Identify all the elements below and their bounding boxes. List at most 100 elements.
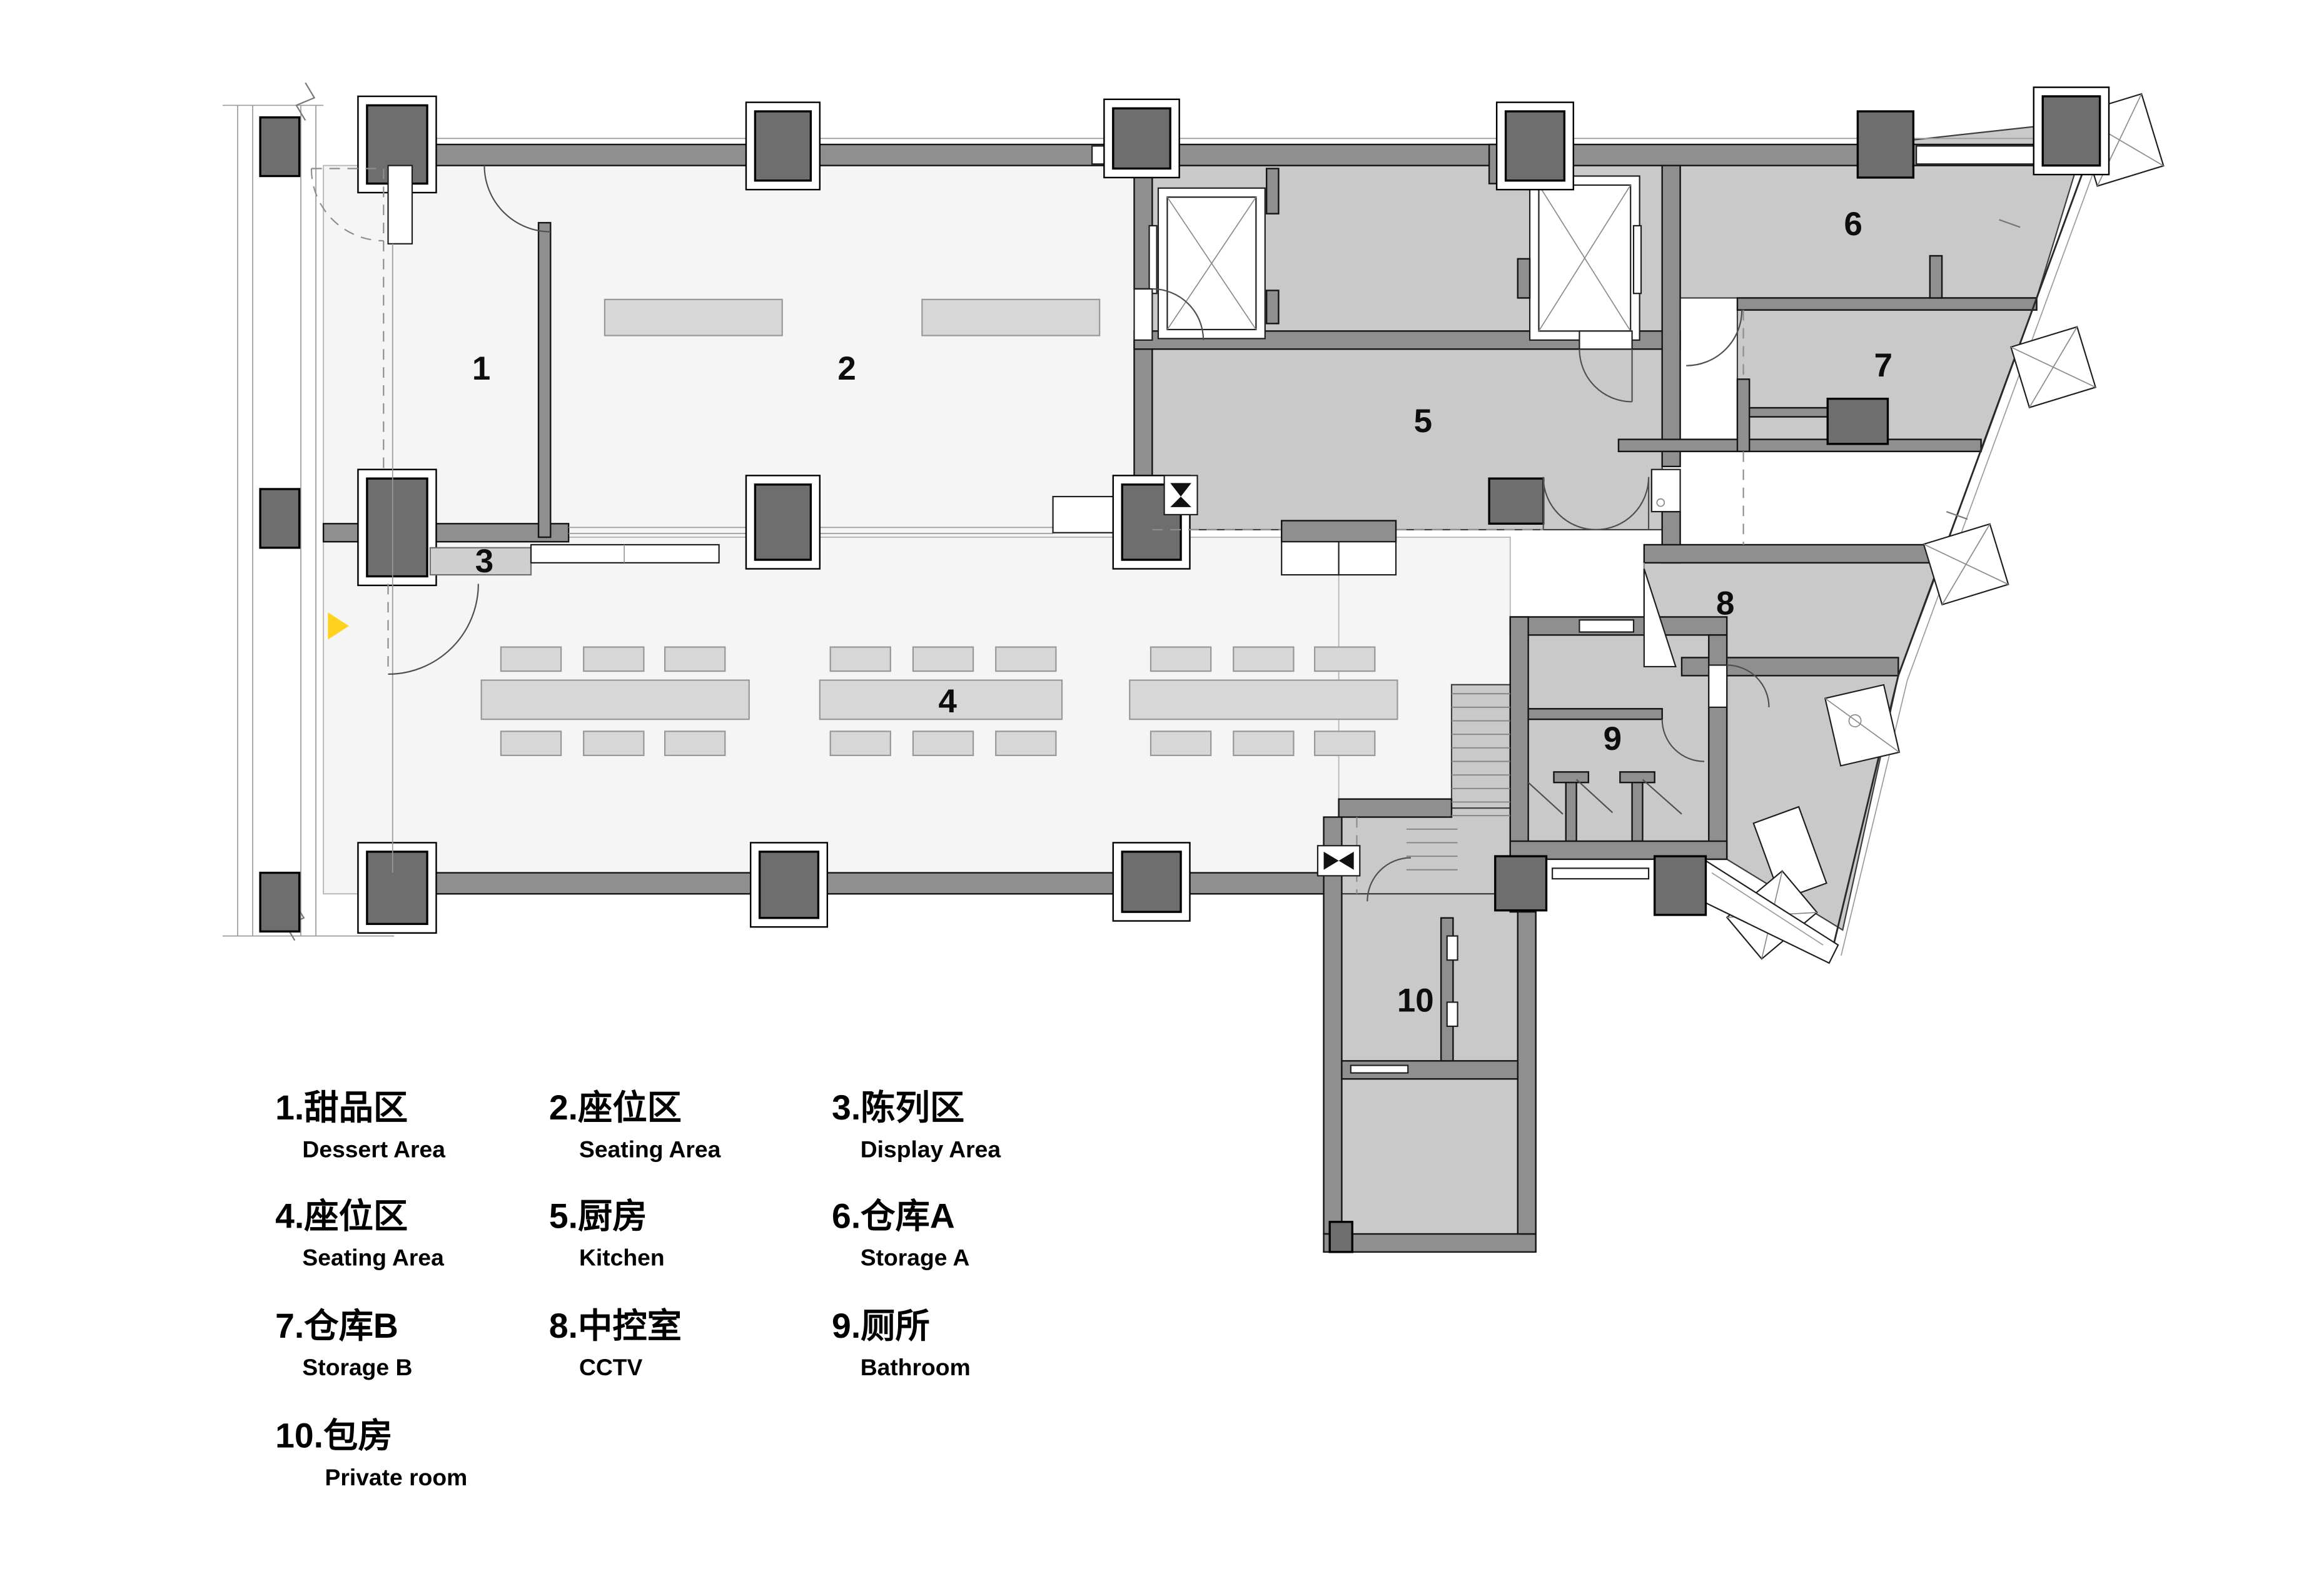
table [664,646,726,672]
top-exterior-wall [393,143,2065,166]
table [921,298,1101,336]
room10-door-arc [1367,857,1412,902]
stall-wall-1h [1553,771,1590,784]
notch-wall [1338,798,1453,818]
doors [310,164,1770,902]
column [1504,110,1566,182]
entrance-door-leaf-upper [387,164,413,245]
room6-room7-wall [1736,297,2038,311]
column [1494,855,1548,912]
bottom-exterior-wall [393,872,1340,895]
room7-t-wall-vert [1736,378,1751,453]
facade-window-3 [1922,523,2009,606]
room1-room2-divider [537,221,552,538]
kitchen-double-door-right [1595,477,1650,531]
legend-zh-3: 3.陈列区 [832,1088,964,1127]
kitchen-double-door-left [1542,477,1596,531]
room-label-10: 10 [1397,983,1434,1019]
legend-en-5: Kitchen [579,1245,665,1271]
long-table [819,679,1063,720]
room-label-6: 6 [1844,206,1862,243]
room10-slit-2 [1446,1001,1458,1028]
room-label-4: 4 [939,683,957,720]
fixtures [429,468,1681,877]
lobby-west-door-arc [1152,288,1205,340]
stall-wall-1v [1565,781,1577,842]
column [1826,397,1889,445]
stall-wall-2v [1631,781,1644,842]
slanted-facade [1552,93,2165,964]
column [1856,110,1915,179]
room10-east-wall [1517,893,1537,1235]
room6-door-arc [1686,310,1743,366]
column [259,116,301,178]
shaft-stub-2 [1265,290,1280,325]
room-label-1: 1 [472,350,490,387]
room8-north-wall [1643,543,1954,564]
legend-zh-10: 10.包房 [275,1417,393,1455]
legend-zh-7: 7.仓库B [275,1306,398,1345]
service-counter [1281,520,1397,543]
table [1149,730,1212,756]
room-number-labels: 1 2 3 4 5 6 7 8 9 10 [472,206,1892,1019]
table [1233,646,1295,672]
room6-wall-stub [1929,255,1943,299]
long-table [1129,679,1398,720]
legend-en-3: Display Area [861,1136,1001,1162]
room7-south-wall [1617,438,1982,453]
column [754,483,812,561]
legend-zh-8: 8.中控室 [549,1306,682,1345]
legend-en-2: Seating Area [579,1136,721,1162]
column [259,488,301,549]
legend-en-6: Storage A [861,1245,970,1271]
entrance-door-arc-upper [310,168,384,242]
shaft-stub-1 [1265,168,1280,215]
long-table [480,679,750,720]
lobby-east-wall [1661,164,1681,468]
room9-divider-wall [1527,708,1663,720]
table [1233,730,1295,756]
facade-window-4 [1824,684,1901,767]
legend-zh-5: 5.厨房 [549,1196,647,1235]
elevator-2-slit [1632,225,1642,295]
ramp-strip [1552,867,1650,880]
room10-south-wall [1323,1233,1537,1253]
room9-inner-door-arc [1661,719,1705,762]
sink [1650,468,1681,513]
columns [259,86,2110,1253]
legend-zh-2: 2.座位区 [549,1088,682,1127]
table [500,646,562,672]
display-counter-white [530,543,720,563]
table [912,646,974,672]
fan-icon [1163,475,1198,515]
room10-slit-1 [1446,935,1458,961]
top-wall-window [1916,145,2041,165]
facade-exit-door [1752,806,1827,901]
break-mark-top [295,82,316,121]
column [1112,107,1171,170]
table [583,730,645,756]
table [912,730,974,756]
legend-zh-4: 4.座位区 [275,1196,408,1235]
curtain-wall [222,82,395,941]
room-label-3: 3 [475,543,493,580]
entrance-door-arc-lower [388,583,479,675]
facade-window-2 [2010,326,2097,408]
table [995,730,1057,756]
column [1121,851,1182,913]
room-label-9: 9 [1604,720,1622,757]
room-label-8: 8 [1716,585,1734,622]
room9-window [1579,619,1635,633]
table [1314,730,1376,756]
room-label-7: 7 [1874,347,1892,384]
column [259,871,301,933]
lobby-kitchen-door-arc [1579,349,1632,403]
legend-en-4: Seating Area [302,1245,444,1271]
column [754,110,812,182]
room8-opening [1643,568,1677,667]
legend-zh-9: 9.厕所 [832,1306,930,1345]
display-shelf [429,547,532,576]
tables [480,298,1398,756]
column [2041,95,2101,167]
